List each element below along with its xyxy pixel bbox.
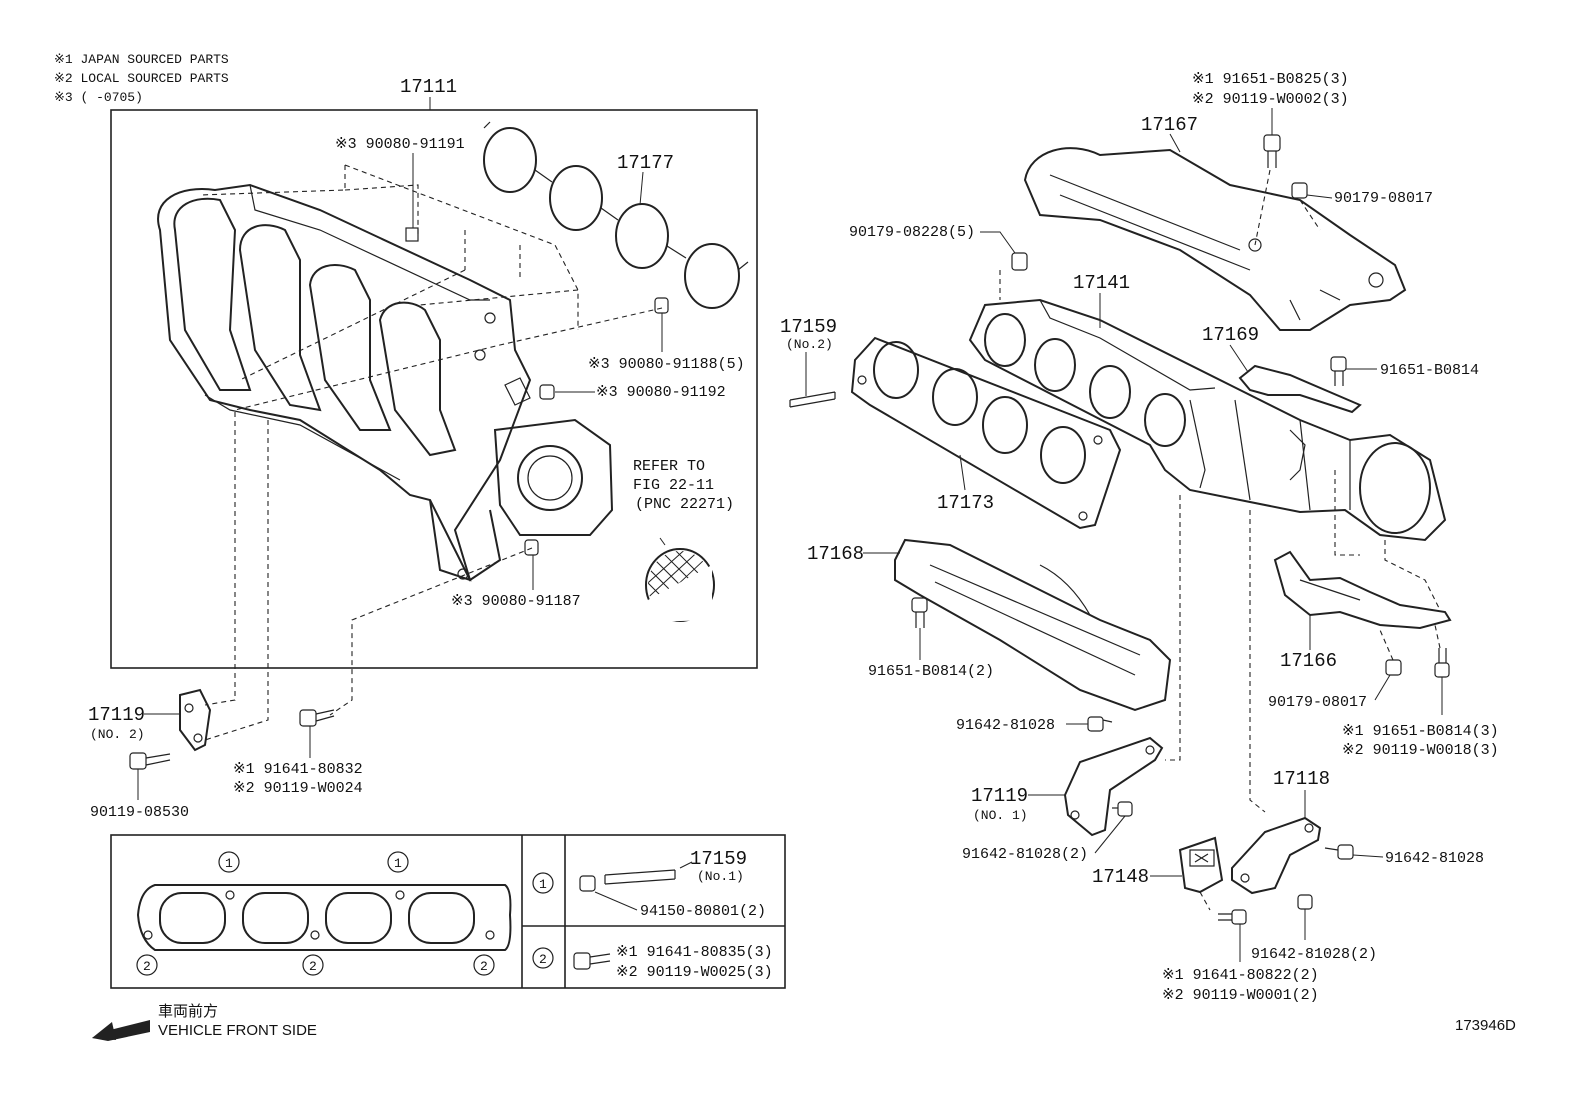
nut-90080-91188-icon xyxy=(654,297,669,314)
label-91641-80832[interactable]: ※1 91641-80832 xyxy=(233,761,363,778)
label-17159-no1[interactable]: 17159 xyxy=(690,848,747,870)
label-91651-b0814x3[interactable]: ※1 91651-B0814(3) xyxy=(1342,723,1499,740)
label-17167[interactable]: 17167 xyxy=(1141,114,1198,136)
bolt-91641-80822-icon xyxy=(1218,909,1247,925)
marker-2-a: 2 xyxy=(143,959,151,974)
label-17159-no2[interactable]: 17159 xyxy=(780,316,837,338)
label-17166[interactable]: 17166 xyxy=(1280,650,1337,672)
label-17119-no1[interactable]: 17119 xyxy=(971,785,1028,807)
label-17119-no1-sub: (NO. 1) xyxy=(973,808,1028,823)
nut-90179-08228-icon xyxy=(1011,252,1028,271)
legend-marker-1: 1 xyxy=(539,877,547,892)
note-date-range: ※3 ( -0705) xyxy=(54,90,143,105)
nut-90179-08017-b-icon xyxy=(1385,659,1402,676)
bolt-91642-81028x2-b-icon xyxy=(1297,894,1313,910)
gasket-legend-box xyxy=(110,834,786,989)
label-90119-w0001[interactable]: ※2 90119-W0001(2) xyxy=(1162,987,1319,1004)
label-90119-08530[interactable]: 90119-08530 xyxy=(90,804,189,821)
plate-17148-drawing xyxy=(1178,836,1224,894)
nut-90179-08017-a-icon xyxy=(1291,182,1308,199)
label-91642-81028-b[interactable]: 91642-81028 xyxy=(1385,850,1484,867)
bolt-91651-b0814x3-icon xyxy=(1434,648,1450,678)
refer-line-1: REFER TO xyxy=(633,458,705,475)
nut-90080-91187-icon xyxy=(524,539,539,556)
exhaust-manifold-17141-drawing xyxy=(968,298,1447,542)
note-japan-sourced: ※1 JAPAN SOURCED PARTS xyxy=(54,52,229,67)
marker-1-b: 1 xyxy=(394,856,402,871)
label-91642-81028x2-b[interactable]: 91642-81028(2) xyxy=(1251,946,1377,963)
label-17148[interactable]: 17148 xyxy=(1092,866,1149,888)
label-90179-08228[interactable]: 90179-08228(5) xyxy=(849,224,975,241)
label-90119-w0002[interactable]: ※2 90119-W0002(3) xyxy=(1192,91,1349,108)
label-17173[interactable]: 17173 xyxy=(937,492,994,514)
bolt-91651-b0825-icon xyxy=(1263,134,1281,168)
label-91651-b0825[interactable]: ※1 91651-B0825(3) xyxy=(1192,71,1349,88)
label-91641-80822[interactable]: ※1 91641-80822(2) xyxy=(1162,967,1319,984)
gasket-17173-legend-drawing xyxy=(136,884,512,951)
marker-2-b: 2 xyxy=(309,959,317,974)
vehicle-front-jp: 車両前方 xyxy=(158,1003,218,1020)
label-90080-91191[interactable]: ※3 90080-91191 xyxy=(335,136,465,153)
bolt-91651-b0814-icon xyxy=(1330,356,1347,386)
vehicle-front-en: VEHICLE FRONT SIDE xyxy=(158,1022,317,1039)
bolt-91642-81028x2-a-icon xyxy=(1112,801,1133,817)
intake-manifold-drawing xyxy=(157,183,614,582)
figure-code: 173946D xyxy=(1455,1017,1516,1034)
label-90119-w0025[interactable]: ※2 90119-W0025(3) xyxy=(616,964,773,981)
label-90179-08017-b[interactable]: 90179-08017 xyxy=(1268,694,1367,711)
label-17118[interactable]: 17118 xyxy=(1273,768,1330,790)
bracket-17118-drawing xyxy=(1231,816,1322,895)
intake-gasket-17177-drawing xyxy=(483,121,749,309)
label-90080-91188[interactable]: ※3 90080-91188(5) xyxy=(588,356,745,373)
label-17168[interactable]: 17168 xyxy=(807,543,864,565)
label-91642-81028x2-a[interactable]: 91642-81028(2) xyxy=(962,846,1088,863)
bolt-91642-81028-b-icon xyxy=(1324,844,1354,860)
label-90119-w0024[interactable]: ※2 90119-W0024 xyxy=(233,780,363,797)
label-17119-no2-sub: (NO. 2) xyxy=(90,727,145,742)
nut-90080-91191-icon xyxy=(405,227,419,242)
nut-90080-91192-icon xyxy=(539,384,555,400)
bolt-91651-b0814x2-icon xyxy=(911,597,928,628)
bracket-17119-no2-drawing xyxy=(179,688,212,752)
label-17159-no2-sub: (No.2) xyxy=(786,337,833,352)
label-17159-no1-sub: (No.1) xyxy=(697,869,744,884)
heat-insulator-17166-drawing xyxy=(1273,550,1452,630)
exhaust-gasket-17173-drawing xyxy=(850,336,1122,530)
bolt-91642-81028-a-icon xyxy=(1087,716,1113,732)
label-17119-no2[interactable]: 17119 xyxy=(88,704,145,726)
refer-line-2: FIG 22-11 xyxy=(633,477,714,494)
label-90119-w0018[interactable]: ※2 90119-W0018(3) xyxy=(1342,742,1499,759)
marker-1-a: 1 xyxy=(225,856,233,871)
label-17141[interactable]: 17141 xyxy=(1073,272,1130,294)
stud-17159-no1-icon xyxy=(579,869,676,892)
filter-screen-icon xyxy=(645,548,715,622)
legend-marker-2: 2 xyxy=(539,952,547,967)
intake-manifold-group-box xyxy=(110,109,758,669)
heat-insulator-17168-drawing xyxy=(894,538,1172,712)
label-90080-91192[interactable]: ※3 90080-91192 xyxy=(596,384,726,401)
label-94150-80801[interactable]: 94150-80801(2) xyxy=(640,903,766,920)
heat-insulator-17167-drawing xyxy=(1023,147,1407,331)
label-91641-80835[interactable]: ※1 91641-80835(3) xyxy=(616,944,773,961)
bolt-90119-08530-icon xyxy=(129,752,171,770)
label-91651-b0814[interactable]: 91651-B0814 xyxy=(1380,362,1479,379)
bracket-17119-no1-drawing xyxy=(1063,736,1164,837)
label-17169[interactable]: 17169 xyxy=(1202,324,1259,346)
label-17111[interactable]: 17111 xyxy=(400,76,457,98)
refer-line-3: (PNC 22271) xyxy=(635,496,734,513)
label-90179-08017-a[interactable]: 90179-08017 xyxy=(1334,190,1433,207)
note-local-sourced: ※2 LOCAL SOURCED PARTS xyxy=(54,71,229,86)
bolt-91641-80832-icon xyxy=(299,709,335,727)
bolt-91641-80835-icon xyxy=(573,952,611,970)
vehicle-front-arrow-icon xyxy=(92,1020,150,1041)
label-90080-91187[interactable]: ※3 90080-91187 xyxy=(451,593,581,610)
label-17177[interactable]: 17177 xyxy=(617,152,674,174)
bracket-17169-drawing xyxy=(1238,364,1362,414)
label-91651-b0814x2[interactable]: 91651-B0814(2) xyxy=(868,663,994,680)
stud-17159-no2-icon xyxy=(789,391,836,408)
marker-2-c: 2 xyxy=(480,959,488,974)
label-91642-81028-a[interactable]: 91642-81028 xyxy=(956,717,1055,734)
